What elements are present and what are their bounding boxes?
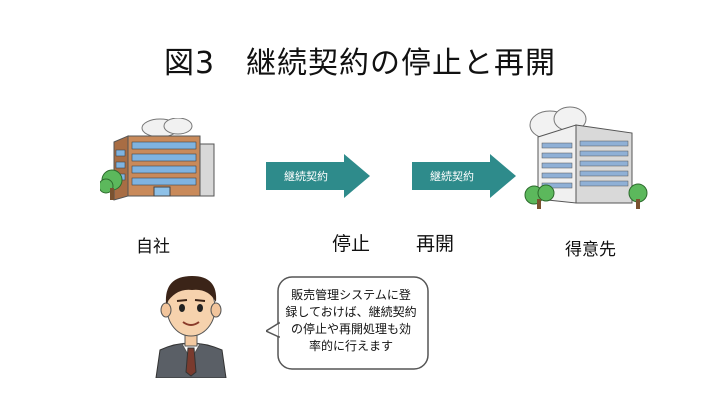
page-title: 図3 継続契約の停止と再開 xyxy=(163,46,557,81)
arrow-2-label: 継続契約 xyxy=(430,169,474,183)
restart-label: 再開 xyxy=(416,233,455,255)
company-building-icon xyxy=(100,118,215,201)
bubble-line-2: 録しておけば、継続契約 xyxy=(285,305,417,319)
stop-label: 停止 xyxy=(332,233,371,255)
speech-bubble-text: 販売管理システムに登 録しておけば、継続契約 の停止や再開処理も効 率的に行えま… xyxy=(276,287,426,355)
bubble-line-1: 販売管理システムに登 xyxy=(291,288,411,302)
bubble-line-4: 率的に行えます xyxy=(308,339,393,353)
own-company-label: 自社 xyxy=(136,237,170,257)
customer-label: 得意先 xyxy=(565,240,616,260)
speech-bubble xyxy=(266,276,429,370)
contract-arrow-2: 継続契約 xyxy=(412,154,516,198)
arrow-1-label: 継続契約 xyxy=(284,169,328,183)
contract-arrow-1: 継続契約 xyxy=(266,154,370,198)
businessman-icon xyxy=(155,276,227,378)
bubble-line-3: の停止や再開処理も効 xyxy=(290,322,411,336)
customer-building-icon xyxy=(524,106,648,209)
